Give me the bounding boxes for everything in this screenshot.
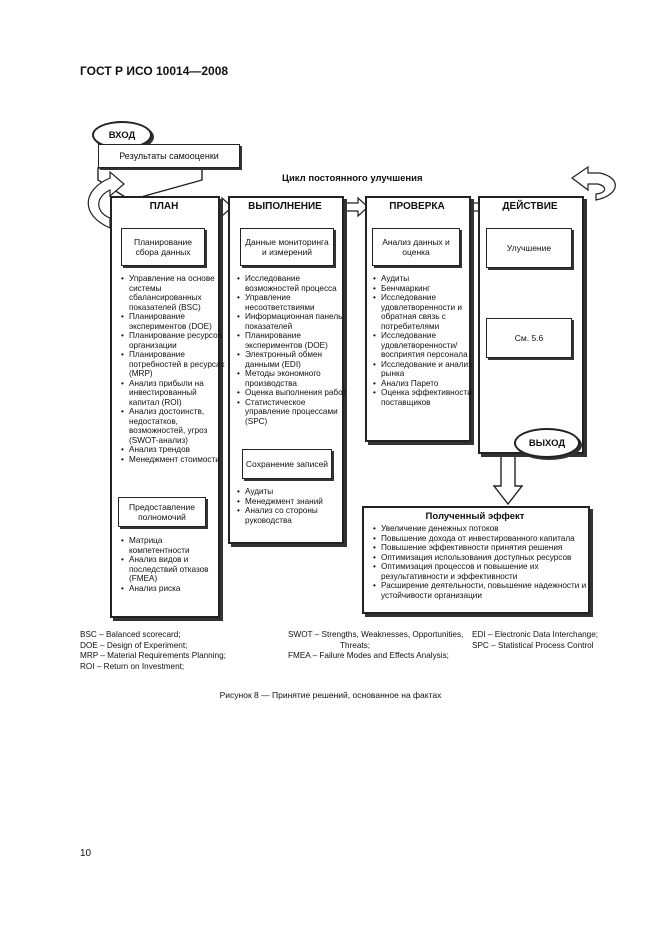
column-title-plan: ПЛАН [149, 201, 179, 212]
arrow-to-effect [492, 453, 524, 506]
page-number: 10 [80, 848, 92, 859]
list-item: Увеличение денежных потоков [373, 524, 597, 534]
plan-box-empowerment: Предоставление полномочий [118, 497, 206, 527]
list-item: Управление на основе системы сбалансиров… [121, 274, 225, 312]
list-item: Матрица компетентности [121, 536, 225, 555]
list-item: Исследование удовлетворенности/ восприят… [373, 331, 477, 360]
list-item: Анализ риска [121, 584, 225, 594]
list-item: Планирование ресурсов организации [121, 331, 225, 350]
output-oval: ВЫХОД [514, 428, 580, 458]
list-item: Методы экономного производства [237, 369, 349, 388]
list-item: Управление несоответствиями [237, 293, 349, 312]
do-box-records: Сохранение записей [242, 449, 332, 479]
effect-list: Увеличение денежных потоков Повышение до… [372, 524, 597, 600]
legend-column-2: SWOT – Strengths, Weaknesses, Opportunit… [288, 630, 493, 662]
legend-entry: EDI – Electronic Data Interchange; [472, 630, 599, 639]
list-item: Бенчмаркинг [373, 284, 477, 294]
input-arrow [97, 167, 203, 201]
legend-entry: MRP – Material Requirements Planning; [80, 651, 226, 661]
list-item: Исследование и анализ рынка [373, 360, 477, 379]
effect-title: Полученный эффект [425, 511, 525, 522]
legend-entry: ROI – Return on Investment; [80, 661, 185, 671]
list-item: Исследование удовлетворенности и обратна… [373, 293, 477, 331]
do-list-2: Аудиты Менеджмент знаний Анализ со сторо… [236, 487, 349, 525]
do-box-monitoring-data: Данные мониторинга и измерений [240, 228, 334, 266]
list-item: Повышение дохода от инвестированного кап… [373, 534, 597, 544]
list-item: Исследование возможностей процесса [237, 274, 349, 293]
legend-column-1: BSC – Balanced scorecard; DOE – Design o… [80, 630, 270, 673]
list-item: Аудиты [373, 274, 477, 284]
right-loop-arrow [570, 165, 616, 201]
document-header: ГОСТ Р ИСО 10014—2008 [80, 64, 229, 78]
legend-entry: SWOT – Strengths, Weaknesses, Opportunit… [288, 630, 464, 639]
list-item: Оценка эффективности поставщиков [373, 388, 477, 407]
figure-caption: Рисунок 8 — Принятие решений, основанное… [219, 690, 442, 700]
list-item: Анализ со стороны руководства [237, 506, 349, 525]
list-item: Оценка выполнения работ [237, 388, 349, 398]
list-item: Анализ Парето [373, 379, 477, 389]
input-box: Результаты самооценки [98, 144, 240, 168]
list-item: Информационная панель показателей [237, 312, 349, 331]
list-item: Оптимизация процессов и повышение их рез… [373, 562, 597, 581]
act-box-see-5-6: См. 5.6 [486, 318, 572, 358]
list-item: Оптимизация использования доступных ресу… [373, 553, 597, 563]
do-list-1: Исследование возможностей процесса Управ… [236, 274, 349, 426]
list-item: Менеджмент стоимости [121, 455, 225, 465]
list-item: Менеджмент знаний [237, 497, 349, 507]
legend-entry: Threats; [340, 640, 371, 650]
list-item: Анализ видов и последствий отказов (FMEA… [121, 555, 225, 584]
legend-entry: BSC – Balanced scorecard; [80, 630, 181, 639]
list-item: Расширение деятельности, повышение надеж… [373, 581, 597, 600]
plan-box-data-collection: Планирование сбора данных [121, 228, 205, 266]
list-item: Планирование экспериментов (DOE) [237, 331, 349, 350]
list-item: Планирование экспериментов (DOE) [121, 312, 225, 331]
list-item: Анализ трендов [121, 445, 225, 455]
plan-list-2: Матрица компетентности Анализ видов и по… [120, 536, 225, 593]
arrow-do-check [342, 196, 369, 218]
list-item: Повышение эффективности принятия решения [373, 543, 597, 553]
check-list: Аудиты Бенчмаркинг Исследование удовлетв… [372, 274, 477, 407]
plan-list-1: Управление на основе системы сбалансиров… [120, 274, 225, 464]
list-item: Электронный обмен данными (EDI) [237, 350, 349, 369]
list-item: Анализ прибыли на инвестированный капита… [121, 379, 225, 408]
list-item: Аудиты [237, 487, 349, 497]
column-title-check: ПРОВЕРКА [389, 201, 445, 212]
legend-entry: FMEA – Failure Modes and Effects Analysi… [288, 651, 449, 661]
check-box-analysis: Анализ данных и оценка [372, 228, 460, 266]
list-item: Анализ достоинств, недостатков, возможно… [121, 407, 225, 445]
cycle-title: Цикл постоянного улучшения [282, 173, 423, 184]
legend-column-3: EDI – Electronic Data Interchange; SPC –… [472, 630, 652, 651]
list-item: Планирование потребностей в ресурсах (MR… [121, 350, 225, 379]
column-title-act: ДЕЙСТВИЕ [502, 201, 558, 212]
left-loop-arrow [87, 170, 125, 229]
legend-entry: SPC – Statistical Process Control [472, 640, 594, 650]
list-item: Статистическое управление процессами (SP… [237, 398, 349, 427]
act-box-improvement: Улучшение [486, 228, 572, 268]
column-title-do: ВЫПОЛНЕНИЕ [248, 201, 322, 212]
legend-entry: DOE – Design of Experiment; [80, 640, 188, 650]
